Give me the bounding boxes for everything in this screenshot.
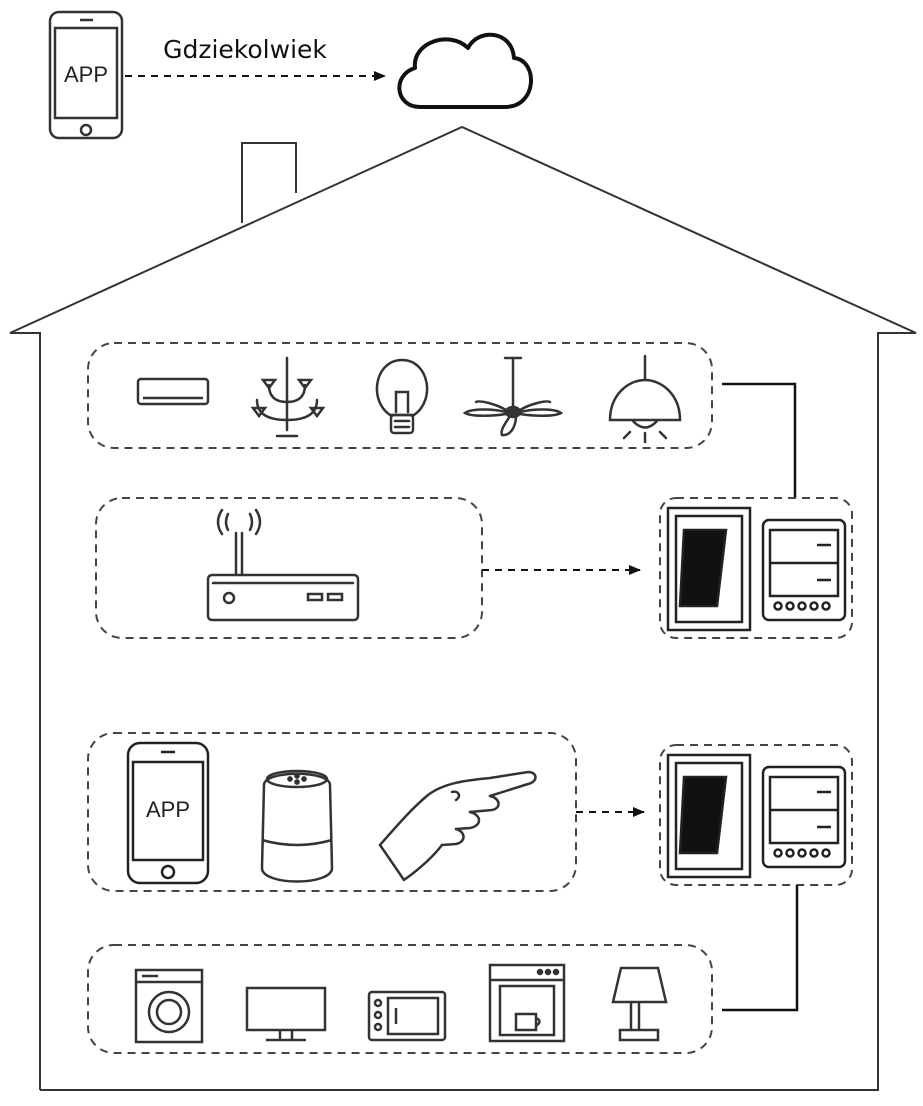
air-conditioner-icon xyxy=(136,377,210,406)
wire-bottom xyxy=(722,885,799,1012)
control-group xyxy=(87,732,577,892)
coffee-machine-icon xyxy=(488,963,566,1043)
microwave-icon xyxy=(367,990,447,1042)
tv-icon xyxy=(245,986,327,1042)
wall-switch-module-icon xyxy=(666,753,847,879)
top-phone-app-label: APP xyxy=(64,62,108,87)
smartphone-icon xyxy=(48,10,124,140)
chandelier-icon xyxy=(250,356,326,438)
bottom-phone-app-label: APP xyxy=(146,797,190,822)
house-outline xyxy=(9,125,917,1091)
pointing-hand-icon xyxy=(378,770,537,882)
wifi-router-icon xyxy=(206,508,360,622)
wire-top xyxy=(722,382,797,498)
appliance-group-top xyxy=(87,342,713,449)
pendant-lamp-icon xyxy=(608,354,682,444)
switch-group-1 xyxy=(659,497,853,639)
wall-switch-module-icon xyxy=(666,506,847,632)
washing-machine-icon xyxy=(134,968,204,1044)
table-lamp-icon xyxy=(611,966,668,1042)
switch-group-2 xyxy=(659,744,853,886)
appliance-group-bottom xyxy=(87,944,713,1054)
router-group xyxy=(95,497,483,639)
smartphone-icon xyxy=(126,741,210,885)
smart-speaker-icon xyxy=(260,769,334,883)
ceiling-fan-icon xyxy=(462,356,564,437)
light-bulb-icon xyxy=(375,358,429,435)
cloud-icon xyxy=(397,32,533,109)
remote-label: Gdziekolwiek xyxy=(163,35,327,64)
